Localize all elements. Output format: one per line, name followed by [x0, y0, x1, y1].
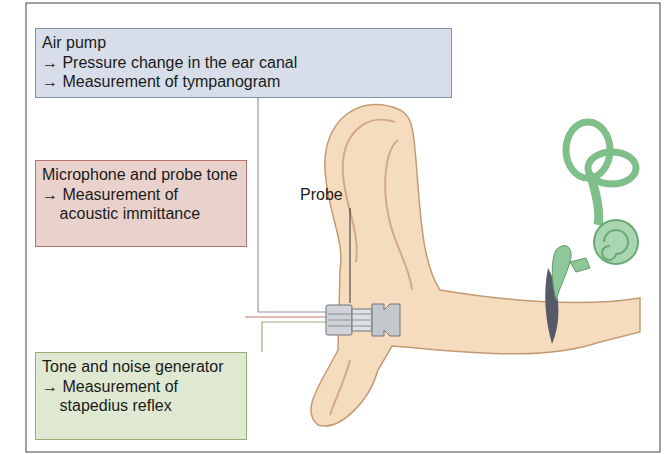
microphone-line: [245, 316, 330, 317]
box-item: → Measurement of tympanogram: [42, 72, 445, 92]
auricle: [311, 105, 640, 426]
probe-leader: [350, 208, 351, 303]
probe-tube: [328, 314, 372, 315]
ossicles: [552, 246, 571, 300]
box-item: → Pressure change in the ear canal: [42, 53, 445, 73]
generator-line: [262, 322, 330, 352]
probe-tube: [328, 320, 372, 321]
cochlea-spiral: [602, 230, 628, 260]
box-heading: Microphone and probe tone: [42, 165, 240, 185]
box-item: → Measurement of stapedius reflex: [42, 377, 240, 416]
cochlea: [594, 220, 638, 264]
lobe-fold: [330, 360, 350, 415]
antihelix: [385, 140, 412, 290]
part-label: Probe: [300, 186, 343, 204]
pump-box: Air pump→ Pressure change in the ear can…: [35, 28, 452, 98]
pump-line: [258, 98, 330, 312]
microphone-box: Microphone and probe tone→ Measurement o…: [35, 160, 247, 247]
generator-box: Tone and noise generator→ Measurement of…: [35, 352, 247, 440]
box-heading: Tone and noise generator: [42, 357, 240, 377]
box-heading: Air pump: [42, 33, 445, 53]
frame: [26, 3, 660, 452]
box-item: → Measurement of acoustic immittance: [42, 185, 240, 224]
probe-tube: [328, 326, 372, 327]
stapes: [570, 258, 590, 272]
helix-fold: [343, 120, 395, 262]
probe-tip: [372, 304, 400, 336]
vestibule: [592, 180, 599, 225]
